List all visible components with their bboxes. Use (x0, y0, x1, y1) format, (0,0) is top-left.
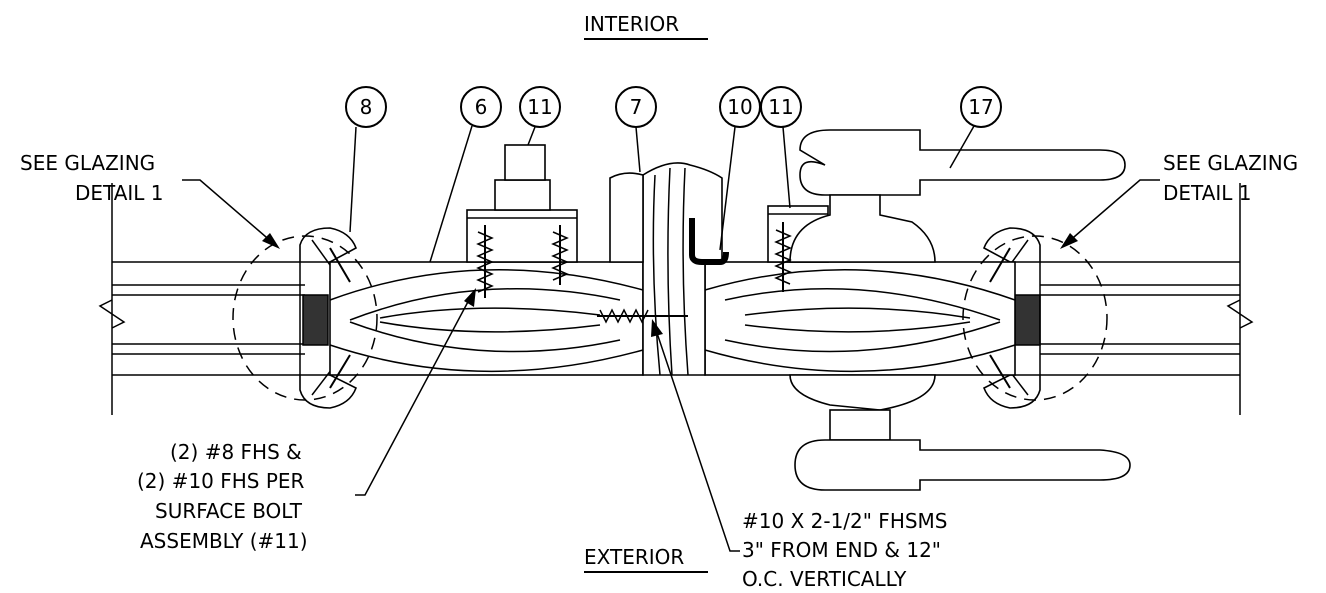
right-stile (704, 261, 1016, 376)
interior-label: INTERIOR (584, 12, 679, 36)
fhs-note-line1: (2) #8 FHS & (170, 440, 302, 464)
callout-17: 17 (949, 86, 1002, 169)
glazing-note-right-line2: DETAIL 1 (1163, 181, 1252, 205)
glazing-note-left-leader (182, 179, 274, 244)
glazing-note-left-arrow (262, 233, 280, 249)
screw-note-arrow (651, 319, 663, 337)
glazing-detail-circle-left (232, 235, 378, 401)
glazing-detail-circle-right (962, 235, 1108, 401)
svg-text:8: 8 (360, 95, 373, 119)
left-setting-block (302, 294, 329, 346)
callout-8: 8 (345, 86, 387, 233)
astragal (609, 162, 723, 376)
fhs-note-leader (355, 297, 471, 496)
left-stile (329, 261, 644, 376)
svg-text:7: 7 (630, 95, 643, 119)
svg-text:17: 17 (968, 95, 993, 119)
lever-handle (789, 129, 1131, 491)
glazing-note-right-arrow (1060, 233, 1078, 249)
screw-note-line1: #10 X 2-1/2" FHSMS (742, 509, 948, 533)
svg-text:10: 10 (727, 95, 752, 119)
screw-note-leader (655, 329, 740, 552)
callout-11-right: 11 (760, 86, 802, 209)
glazing-note-left-line1: SEE GLAZING (20, 151, 155, 175)
callout-7: 7 (615, 86, 657, 173)
right-setting-block (1014, 294, 1041, 346)
screw-note-line2: 3" FROM END & 12" (742, 538, 941, 562)
fhs-note-line2: (2) #10 FHS PER (137, 469, 305, 493)
callout-11-left: 11 (519, 86, 561, 146)
weatherstrip (689, 218, 729, 265)
screws (329, 222, 1011, 389)
svg-text:6: 6 (475, 95, 488, 119)
glazing-note-left-line2: DETAIL 1 (75, 181, 164, 205)
left-glazing-lines (98, 183, 305, 415)
svg-text:11: 11 (527, 95, 552, 119)
svg-text:11: 11 (768, 95, 793, 119)
callout-10: 10 (719, 86, 761, 251)
exterior-label: EXTERIOR (584, 545, 684, 569)
glazing-note-right-leader (1066, 179, 1160, 244)
callout-6: 6 (429, 86, 502, 263)
fhs-note-line3: SURFACE BOLT (155, 499, 303, 523)
right-glazing-lines (1040, 183, 1254, 415)
glazing-note-right-line1: SEE GLAZING (1163, 151, 1298, 175)
fhs-note-line4: ASSEMBLY (#11) (140, 529, 308, 553)
fhs-note-arrow (464, 288, 476, 307)
screw-note-line3: O.C. VERTICALLY (742, 567, 907, 591)
